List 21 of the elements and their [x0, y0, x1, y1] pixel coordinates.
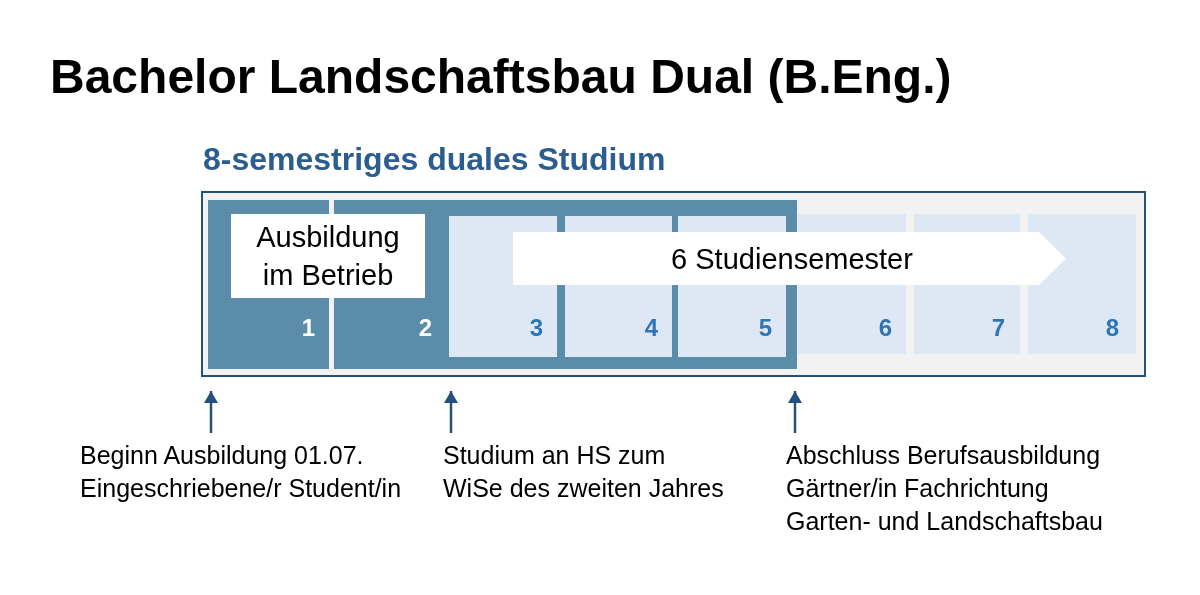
- semester-number: 7: [991, 316, 1005, 340]
- semester-box: [1028, 214, 1136, 354]
- page-title: Bachelor Landschaftsbau Dual (B.Eng.): [50, 49, 952, 105]
- pointer-arrow: [444, 391, 458, 433]
- semester-number: 2: [418, 316, 432, 340]
- label-box: [231, 214, 425, 298]
- semester-number: 8: [1105, 316, 1119, 340]
- box-text: Ausbildung im Betrieb: [256, 220, 400, 293]
- milestone-caption: Studium an HS zum WiSe des zweiten Jahres: [443, 440, 724, 504]
- semester-number: 1: [301, 316, 315, 340]
- milestone-caption: Beginn Ausbildung 01.07.: [80, 440, 364, 471]
- arrow-label: 6 Studiensemester: [671, 241, 913, 277]
- semester-number: 5: [758, 316, 772, 340]
- semester-number: 4: [644, 316, 658, 340]
- pointer-arrow: [788, 391, 802, 433]
- pointer-arrow: [204, 391, 218, 433]
- milestone-caption: Abschluss Berufsausbildung Gärtner/in Fachrichtung Garten- und Landschaftsbau: [786, 440, 1103, 537]
- semester-number: 6: [878, 316, 892, 340]
- milestone-caption: Eingeschriebene/r Student/in: [80, 473, 402, 504]
- semester-number: 3: [529, 316, 543, 340]
- section-heading: 8-semestriges duales Studium: [203, 140, 666, 178]
